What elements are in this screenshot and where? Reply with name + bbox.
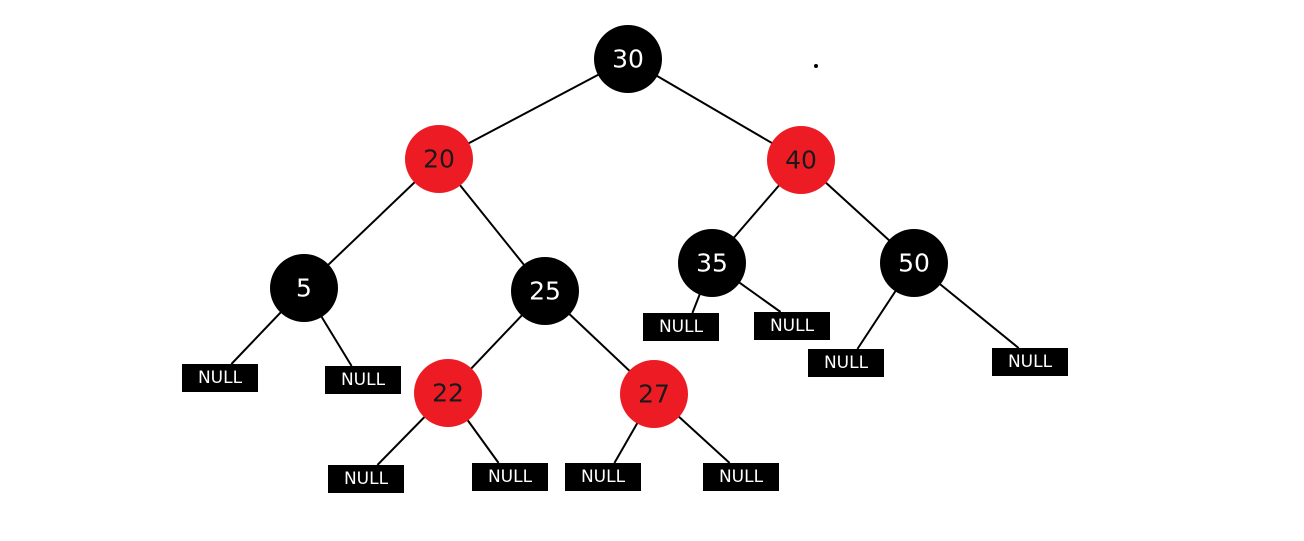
null-leaf: NULL [565, 463, 641, 491]
tree-node-5: 5 [270, 254, 338, 322]
node-circle-black [594, 25, 662, 93]
tree-node-40: 40 [767, 126, 835, 194]
node-value-label: 50 [898, 249, 930, 278]
node-value-label: 22 [432, 379, 464, 408]
node-value-label: 35 [696, 249, 728, 278]
null-leaf: NULL [703, 463, 779, 491]
null-leaf-box [565, 463, 641, 491]
null-leaf-box [328, 465, 404, 493]
null-leaf-box [992, 348, 1068, 376]
null-leaf-label: NULL [344, 469, 389, 489]
tree-node-22: 22 [414, 359, 482, 427]
null-leaf: NULL [754, 312, 830, 340]
null-leaf: NULL [808, 349, 884, 377]
node-value-label: 25 [529, 277, 561, 306]
null-leaf: NULL [325, 366, 401, 394]
null-leaf-label: NULL [198, 368, 243, 388]
stray-dot [814, 64, 818, 68]
null-leaf-box [325, 366, 401, 394]
null-leaf-label: NULL [488, 467, 533, 487]
null-leaf-box [754, 312, 830, 340]
node-circle-red [767, 126, 835, 194]
null-leaf: NULL [643, 313, 719, 341]
null-leaf: NULL [182, 364, 258, 392]
null-leaf-box [808, 349, 884, 377]
node-value-label: 5 [296, 274, 312, 303]
null-leaf: NULL [992, 348, 1068, 376]
node-circle-black [270, 254, 338, 322]
node-value-label: 20 [423, 145, 455, 174]
tree-node-35: 35 [678, 229, 746, 297]
nodes-layer: 30 20 40 5 25 35 50 22 27 [270, 25, 948, 428]
null-leaves-layer: NULL NULL NULL NULL NULL NULL NULL NULL NULL NULL [182, 312, 1068, 493]
node-value-label: 30 [612, 45, 644, 74]
node-circle-red [620, 360, 688, 428]
null-leaf: NULL [472, 463, 548, 491]
null-leaf-box [182, 364, 258, 392]
null-leaf-label: NULL [581, 467, 626, 487]
null-leaf-box [472, 463, 548, 491]
node-circle-red [414, 359, 482, 427]
null-leaf-label: NULL [1008, 352, 1053, 372]
tree-node-25: 25 [511, 257, 579, 325]
null-leaf-label: NULL [719, 467, 764, 487]
node-circle-black [880, 229, 948, 297]
tree-node-30: 30 [594, 25, 662, 93]
null-leaf-label: NULL [824, 353, 869, 373]
node-circle-black [511, 257, 579, 325]
node-value-label: 40 [785, 146, 817, 175]
null-leaf-label: NULL [770, 316, 815, 336]
node-circle-black [678, 229, 746, 297]
null-leaf-box [703, 463, 779, 491]
node-circle-red [405, 125, 473, 193]
null-leaf: NULL [328, 465, 404, 493]
null-leaf-label: NULL [341, 370, 386, 390]
tree-node-50: 50 [880, 229, 948, 297]
edge-n30-n20 [438, 58, 629, 160]
null-leaf-label: NULL [659, 317, 704, 337]
null-leaf-box [643, 313, 719, 341]
tree-node-27: 27 [620, 360, 688, 428]
tree-node-20: 20 [405, 125, 473, 193]
node-value-label: 27 [638, 380, 670, 409]
